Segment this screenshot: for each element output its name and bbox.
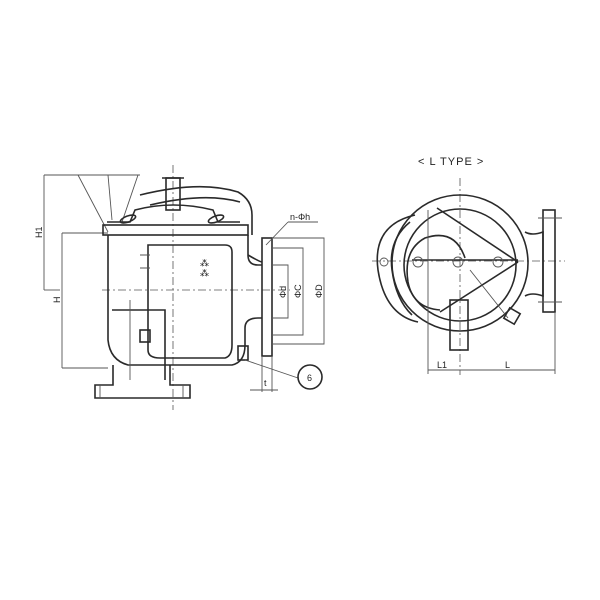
strainer-basket: [147, 244, 233, 359]
bolt-holes-label: n-Φh: [290, 212, 310, 222]
side-outlet-flange: [542, 209, 556, 313]
h1-label: H1: [34, 226, 44, 238]
l-label: L: [505, 360, 510, 370]
h-label: H: [52, 297, 62, 304]
front-view: ⁂ ⁂ H1 H n-Φh Φd ΦC ΦD: [34, 165, 325, 410]
l1-label: L1: [437, 360, 447, 370]
body-outline: [107, 235, 262, 366]
part-balloon: [297, 364, 323, 390]
outlet-flange: [261, 237, 273, 357]
side-view: < L TYPE > L1: [372, 156, 565, 375]
c-label: ΦC: [293, 284, 303, 298]
t-label: t: [264, 378, 267, 388]
balloon-number: 6: [307, 373, 312, 383]
d-small-label: Φd: [278, 286, 288, 298]
cover-flange: [102, 224, 249, 236]
drain-plug: [237, 345, 249, 361]
mesh-symbol: ⁂: [200, 258, 209, 268]
outlet-stem: [449, 299, 469, 351]
d-large-label: ΦD: [314, 284, 324, 298]
side-view-title: < L TYPE >: [418, 156, 484, 168]
drain-nut: [502, 306, 522, 326]
svg-text:⁂: ⁂: [200, 268, 209, 278]
